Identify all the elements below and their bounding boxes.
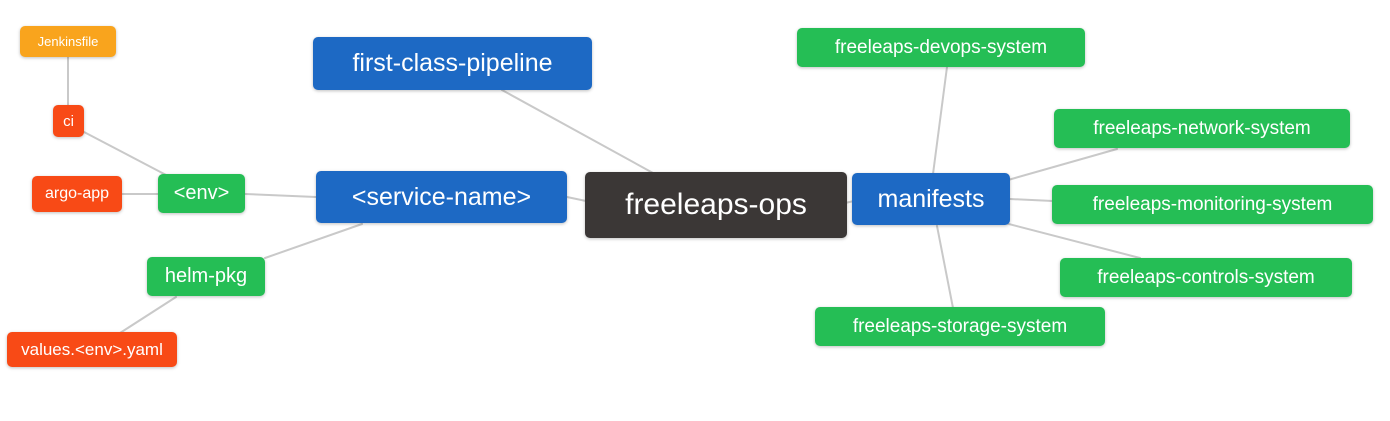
node-monitoring-system[interactable]: freeleaps-monitoring-system bbox=[1052, 185, 1373, 224]
edge-manifests-network-system bbox=[1007, 148, 1118, 181]
node-controls-system[interactable]: freeleaps-controls-system bbox=[1060, 258, 1352, 297]
edge-manifests-controls-system bbox=[1004, 222, 1141, 259]
edge-env-service-name bbox=[244, 193, 317, 198]
node-devops-system[interactable]: freeleaps-devops-system bbox=[797, 28, 1085, 67]
node-first-class-pipeline[interactable]: first-class-pipeline bbox=[313, 37, 592, 90]
edge-manifests-devops-system bbox=[932, 66, 948, 175]
node-helm-pkg[interactable]: helm-pkg bbox=[147, 257, 265, 296]
edge-helm-pkg-service-name bbox=[264, 223, 363, 259]
edge-ci-env bbox=[83, 131, 169, 177]
edge-manifests-monitoring-system bbox=[1009, 198, 1054, 202]
node-ci[interactable]: ci bbox=[53, 105, 84, 137]
edge-values-helm-pkg bbox=[119, 296, 177, 334]
node-argo-app[interactable]: argo-app bbox=[32, 176, 122, 212]
node-network-system[interactable]: freeleaps-network-system bbox=[1054, 109, 1350, 148]
node-service-name[interactable]: <service-name> bbox=[316, 171, 567, 223]
edge-first-class-pipeline-freeleaps-ops bbox=[501, 89, 654, 174]
node-storage-system[interactable]: freeleaps-storage-system bbox=[815, 307, 1105, 346]
edge-service-name-freeleaps-ops bbox=[566, 196, 587, 202]
node-manifests[interactable]: manifests bbox=[852, 173, 1010, 225]
node-freeleaps-ops[interactable]: freeleaps-ops bbox=[585, 172, 847, 238]
edge-manifests-storage-system bbox=[936, 225, 954, 309]
node-env[interactable]: <env> bbox=[158, 174, 245, 213]
node-jenkinsfile[interactable]: Jenkinsfile bbox=[20, 26, 116, 57]
node-values-env-yaml[interactable]: values.<env>.yaml bbox=[7, 332, 177, 367]
